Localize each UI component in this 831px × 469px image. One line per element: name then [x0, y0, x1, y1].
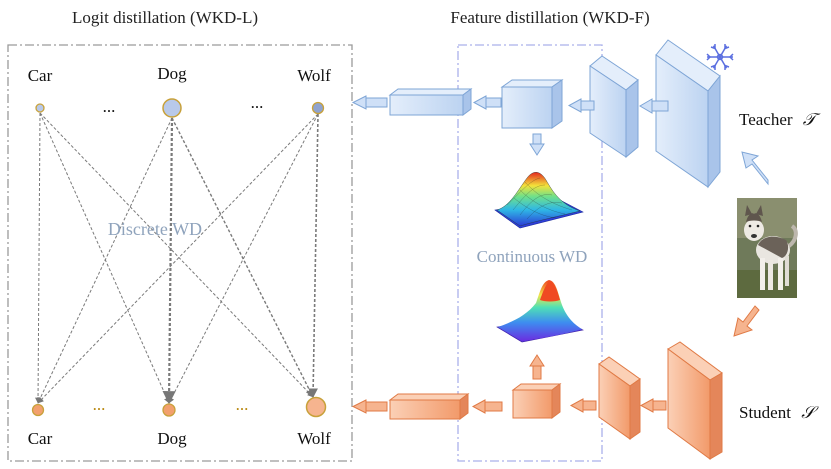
arrow-image-to-student: [733, 305, 760, 337]
top-class-label-wolf: Wolf: [297, 66, 331, 85]
top-class-label-dog: Dog: [157, 64, 187, 83]
teacher-prob-car-node: [35, 103, 45, 113]
transport-edge: [162, 117, 176, 405]
teacher-feature-distribution-surface: [494, 172, 584, 229]
transport-edge: [39, 112, 314, 398]
arrow-logit-to-top-nodes: [364, 97, 388, 108]
transport-edge: [171, 117, 314, 398]
logit-region-box: [7, 44, 353, 462]
student-backbone-layer-3: [667, 341, 723, 460]
bottom-ellipsis-1: ...: [93, 395, 106, 414]
top-ellipsis-1: ...: [103, 97, 116, 116]
feature-distillation-title: Feature distillation (WKD-F): [450, 8, 649, 27]
husky-dog-photo: [737, 198, 798, 298]
teacher-label: Teacher 𝒯: [739, 110, 821, 129]
arrow-cube-to-logit: [484, 97, 502, 108]
top-ellipsis-2: ...: [251, 93, 264, 112]
transport-edge: [308, 113, 319, 398]
student-feature-distribution-surface: [496, 280, 584, 343]
student-prob-wolf-node: [305, 396, 327, 418]
student-backbone-layer-2: [598, 356, 641, 440]
arrow-cube-to-student-logit: [483, 401, 503, 412]
feature-region-box: [457, 44, 603, 462]
teacher-prob-dog-node: [162, 98, 182, 118]
arrow-head-teacher-3-to-2: [639, 98, 653, 114]
student-prob-car-node: [31, 403, 45, 417]
bottom-ellipsis-2: ...: [236, 395, 249, 414]
transport-edge: [37, 113, 319, 404]
continuous-wd-label: Continuous WD: [477, 247, 588, 266]
bottom-class-label-wolf: Wolf: [297, 429, 331, 448]
student-feature-cube: [511, 383, 562, 419]
transport-edges: [35, 112, 319, 405]
teacher-logit-vector: [388, 88, 473, 116]
bottom-class-label-car: Car: [28, 429, 53, 448]
transport-edge: [39, 112, 170, 404]
top-class-label-car: Car: [28, 66, 53, 85]
discrete-wd-label: Discrete WD: [108, 219, 202, 239]
transport-edge: [35, 112, 42, 404]
teacher-backbone-layer-3: [655, 39, 721, 189]
arrow-student-logit-to-bottom-nodes: [364, 401, 388, 412]
snowflake-icon: [706, 44, 734, 70]
arrow-image-to-teacher: [741, 151, 769, 186]
bottom-class-label-dog: Dog: [157, 429, 187, 448]
teacher-feature-cube: [500, 79, 564, 129]
student-logit-vector: [388, 393, 470, 420]
teacher-prob-wolf-node: [311, 101, 325, 115]
teacher-backbone-layer-2: [589, 55, 639, 159]
arrow-teacher-3-to-2: [649, 100, 669, 112]
arrow-student-3-to-2: [651, 400, 667, 411]
transport-edge: [168, 113, 319, 404]
student-prob-dog-node: [162, 403, 176, 417]
logit-distillation-title: Logit distillation (WKD-L): [72, 8, 258, 27]
arrow-teacher-2-to-cube: [579, 100, 595, 111]
arrow-student-2-to-cube: [581, 400, 597, 411]
transport-edge: [37, 117, 173, 404]
student-label: Student 𝒮: [739, 403, 819, 422]
